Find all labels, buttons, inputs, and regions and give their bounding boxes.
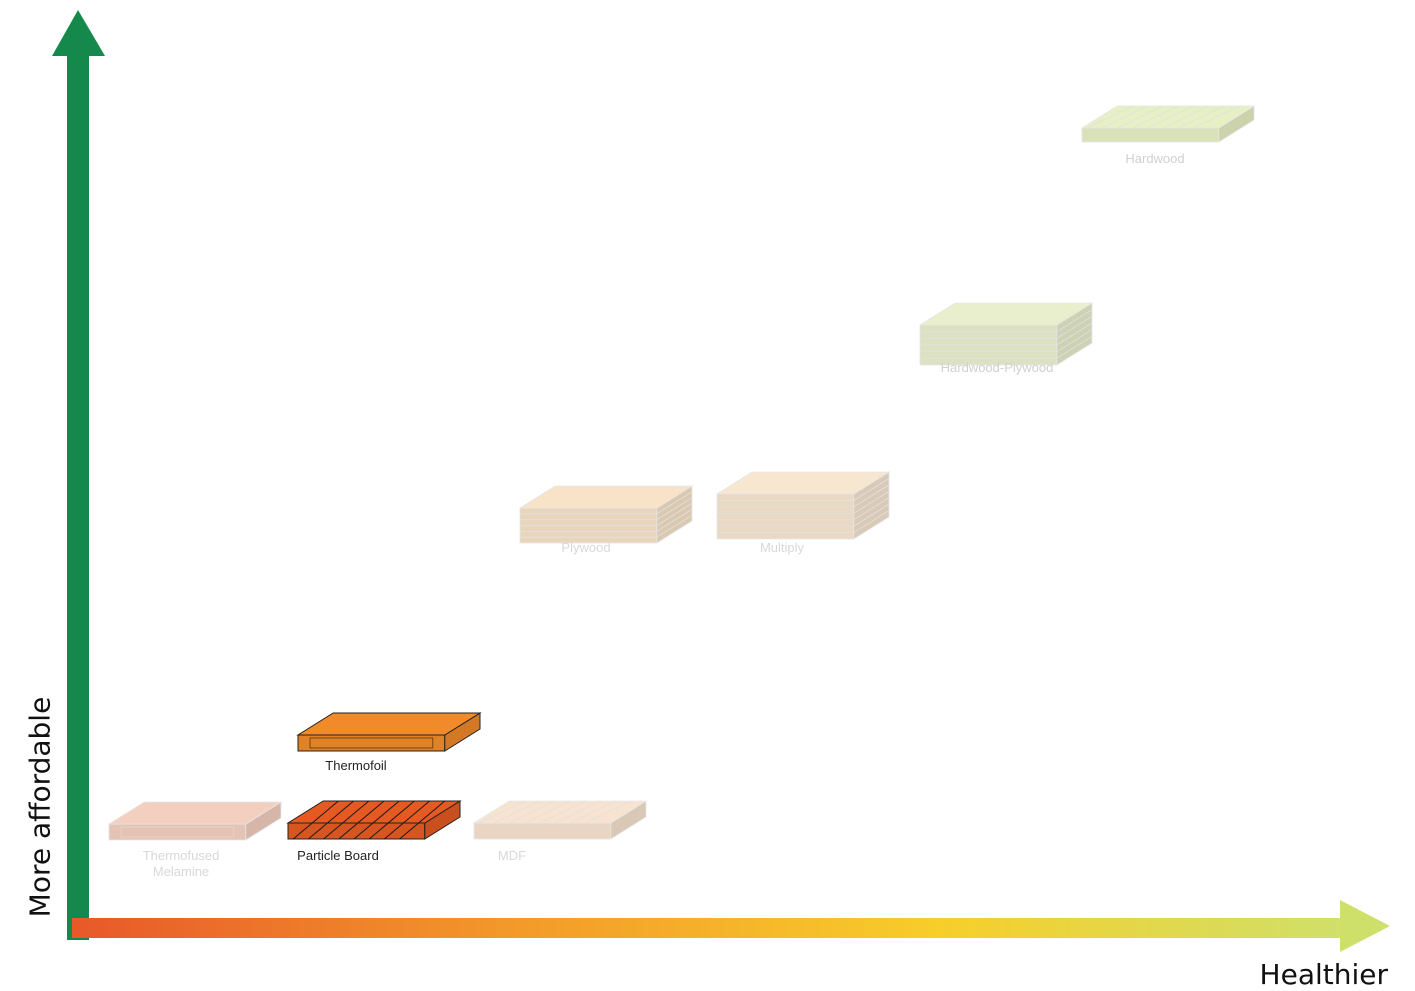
board-front-face xyxy=(473,822,612,840)
board-layer-line xyxy=(656,491,693,515)
board-grain-line xyxy=(1163,105,1209,129)
board-layer-line xyxy=(853,510,890,533)
board-front-face xyxy=(297,734,446,752)
board-hardwood-plywood xyxy=(918,302,1094,366)
board-grain-line xyxy=(1117,105,1163,129)
board-grain-line xyxy=(509,800,555,824)
board-label-hardwood: Hardwood xyxy=(1125,151,1185,166)
board-layer-line xyxy=(656,514,693,538)
board-label-particle-board: Particle Board xyxy=(297,848,379,863)
board-grain-line xyxy=(292,800,339,840)
board-label-mdf: MDF xyxy=(497,848,527,863)
board-grain-line xyxy=(570,800,616,824)
board-front-face xyxy=(716,493,855,540)
board-particle-board xyxy=(286,800,462,840)
board-laminate-band xyxy=(120,826,235,838)
board-grain-line xyxy=(308,800,354,840)
board-layer-line xyxy=(1056,309,1093,333)
x-axis-title: Healthier xyxy=(1259,958,1388,991)
board-layer-line xyxy=(853,497,890,521)
board-layer-line xyxy=(1056,329,1093,353)
board-grain-line xyxy=(368,800,415,840)
board-top-face xyxy=(296,712,482,736)
board-layer-line xyxy=(656,503,693,526)
board-mdf xyxy=(472,800,648,840)
board-grain-line xyxy=(1132,105,1179,129)
board-label-multiply: Multiply xyxy=(759,540,805,555)
board-grain-line xyxy=(524,800,571,824)
board-layer-line xyxy=(853,503,890,527)
board-hardwood xyxy=(1080,105,1256,143)
board-layer-line xyxy=(656,508,693,532)
board-front-face xyxy=(108,823,247,841)
board-grain-line xyxy=(555,800,601,824)
board-front-face xyxy=(1081,127,1220,143)
board-layer-line xyxy=(1056,335,1093,359)
board-thermofoil xyxy=(296,712,482,752)
board-top-face xyxy=(918,302,1094,326)
board-grain-line xyxy=(323,800,370,840)
board-grain-line xyxy=(1102,105,1148,129)
board-grain-line xyxy=(353,800,400,840)
y-axis-title: More affordable xyxy=(23,696,57,918)
y-axis-arrow xyxy=(52,10,105,940)
boards-layer xyxy=(107,105,1256,841)
board-top-face xyxy=(518,485,694,509)
board-grain-line xyxy=(494,800,540,824)
board-grain-line xyxy=(1147,105,1194,129)
board-plywood xyxy=(518,485,694,544)
board-grain-line xyxy=(1087,105,1133,129)
board-grain-line xyxy=(338,800,385,840)
board-label-plywood: Plywood xyxy=(561,540,611,555)
board-layer-line xyxy=(853,484,890,508)
board-layer-line xyxy=(1056,315,1093,339)
board-layer-line xyxy=(853,490,890,514)
board-layer-line xyxy=(656,497,693,521)
board-grain-line xyxy=(539,800,586,824)
board-grain-line xyxy=(384,800,430,840)
board-top-face xyxy=(715,471,891,495)
board-layer-line xyxy=(1056,322,1093,346)
x-axis-arrow xyxy=(72,900,1390,952)
board-grain-line xyxy=(399,800,446,840)
board-layer-line xyxy=(853,478,890,501)
board-label-thermofoil: Thermofoil xyxy=(325,758,387,773)
board-multiply xyxy=(715,471,891,540)
board-grain-line xyxy=(585,800,631,824)
board-laminate-band xyxy=(309,737,434,749)
board-label-thermofused-melamine: Thermofused Melamine xyxy=(142,848,220,879)
board-top-face xyxy=(107,801,283,825)
board-grain-line xyxy=(1193,105,1239,129)
board-grain-line xyxy=(1178,105,1224,129)
board-thermofused-melamine xyxy=(107,801,283,841)
board-label-hardwood-plywood: Hardwood-Plywood xyxy=(940,360,1054,375)
board-grain-line xyxy=(479,800,525,824)
